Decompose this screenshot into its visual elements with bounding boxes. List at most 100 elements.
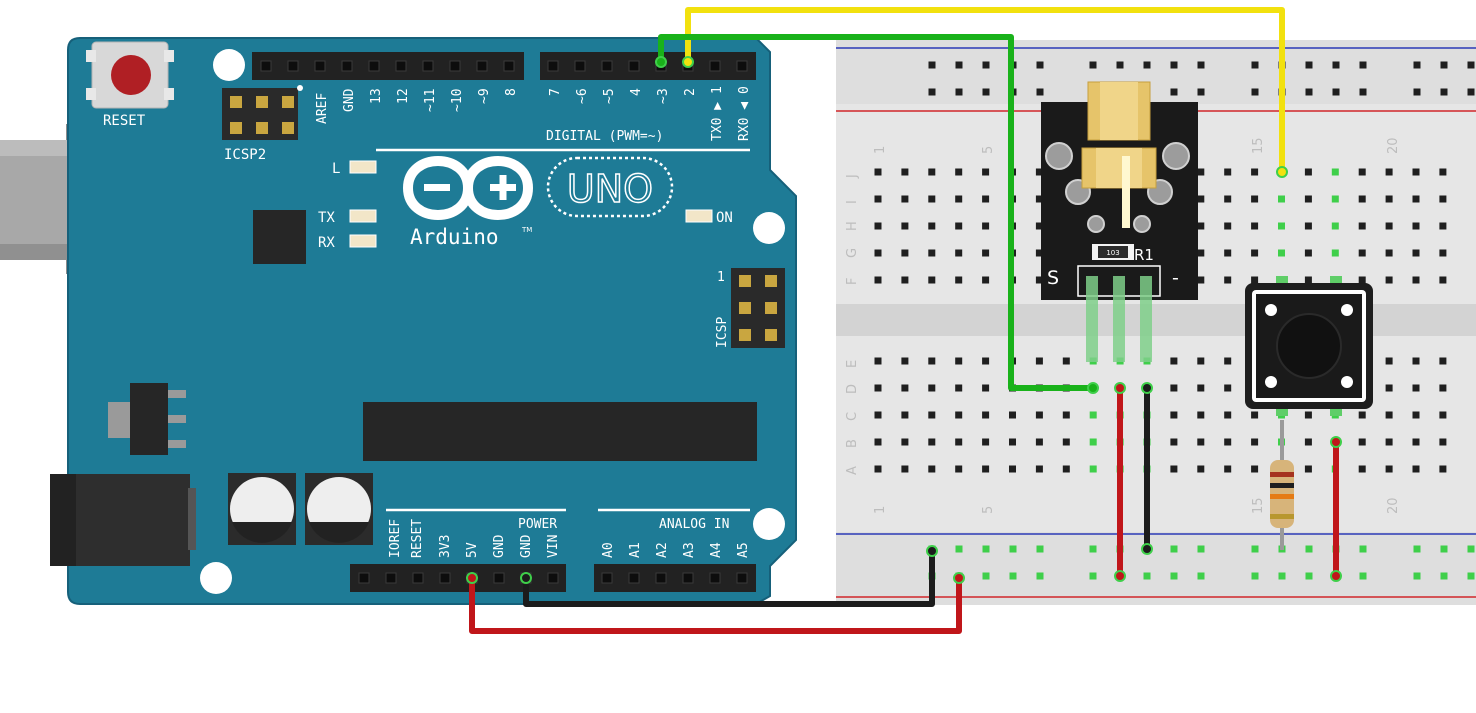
breadboard-hole [1304, 195, 1312, 203]
rail-hole [1197, 572, 1205, 580]
rail-hole [1197, 61, 1205, 69]
wire-endpoints [466, 56, 1342, 584]
wire-end [1114, 570, 1126, 582]
arduino-pcb [67, 37, 797, 605]
capacitor [305, 473, 373, 545]
breadboard-hole [1304, 438, 1312, 446]
rail-hole [1170, 572, 1178, 580]
green-wire [658, 34, 1093, 391]
breadboard-hole [1224, 222, 1232, 230]
pin-label-3: ~3 [656, 88, 671, 104]
rail-hole [1197, 545, 1205, 553]
breadboard-hole [1170, 411, 1178, 419]
column-number: 1 [873, 146, 888, 154]
rail-hole [1440, 572, 1448, 580]
wire-end [1087, 382, 1099, 394]
atmega-chip [363, 402, 757, 461]
breadboard-hole [1170, 438, 1178, 446]
voltage-regulator [108, 383, 186, 455]
rail-hole [955, 88, 963, 96]
breadboard-hole [1197, 168, 1205, 176]
breadboard-hole [955, 222, 963, 230]
header-pin [341, 60, 353, 72]
breadboard-hole [1331, 195, 1339, 203]
digital-header-lower [540, 52, 756, 80]
icsp-header: 1 ICSP [715, 268, 785, 348]
rail-hole [1251, 572, 1259, 580]
breadboard-hole [874, 465, 882, 473]
trademark-mark: TM [521, 226, 532, 234]
led-on-label: ON [716, 210, 733, 226]
pin-label-tx: TX0 ▶ 1 [710, 86, 725, 141]
pin-label-13: 13 [369, 88, 384, 104]
wire-end [926, 545, 938, 557]
breadboard-hole [1439, 222, 1447, 230]
digital-header-upper [252, 52, 524, 80]
breadboard-hole [1358, 276, 1366, 284]
rail-hole [1305, 545, 1313, 553]
wire-end [1276, 166, 1288, 178]
breadboard-hole [1251, 195, 1259, 203]
rail-hole [1009, 572, 1017, 580]
header-pin [682, 572, 694, 584]
column-number: 15 [1251, 497, 1266, 514]
breadboard-hole [1009, 465, 1016, 473]
header-pin [655, 572, 667, 584]
rail-hole [1359, 572, 1367, 580]
breadboard-hole [955, 384, 963, 392]
row-letter: B [845, 439, 860, 448]
wire-end [466, 572, 478, 584]
rail-hole [1467, 88, 1475, 96]
breadboard-hole [901, 222, 909, 230]
rail-hole [982, 88, 990, 96]
dc-power-jack [50, 474, 196, 566]
breadboard-hole [1251, 411, 1259, 419]
rail-hole [1197, 88, 1205, 96]
breadboard-hole [1358, 249, 1366, 257]
breadboard-hole [1035, 357, 1043, 365]
header-pin [395, 60, 407, 72]
breadboard-hole [982, 249, 990, 257]
rail-hole [1036, 545, 1044, 553]
pin-label-2: 2 [683, 88, 698, 96]
breadboard-hole [1439, 168, 1447, 176]
breadboard-hole [1385, 465, 1393, 473]
breadboard-hole [1062, 438, 1070, 446]
row-letter: E [845, 360, 860, 368]
breadboard-hole [1197, 249, 1205, 257]
wire-end [520, 572, 532, 584]
breadboard-hole [1251, 222, 1259, 230]
wire-end [1114, 382, 1126, 394]
breadboard-hole [1224, 411, 1232, 419]
push-button[interactable] [1245, 276, 1373, 416]
rail-hole [1359, 545, 1367, 553]
breadboard-hole [955, 276, 963, 284]
header-pin [503, 60, 515, 72]
breadboard-hole [1412, 384, 1420, 392]
breadboard-hole [1331, 249, 1339, 257]
reset-button[interactable] [86, 41, 174, 109]
pin-label-gnd: GND [519, 534, 534, 558]
led-rx-label: RX [318, 235, 335, 251]
breadboard-hole [955, 465, 963, 473]
breadboard-hole [1062, 411, 1070, 419]
pin-label-rx: RX0 ◀ 0 [737, 86, 752, 141]
breadboard-hole [1385, 384, 1393, 392]
breadboard-hole [1197, 357, 1205, 365]
breadboard-hole [1009, 438, 1016, 446]
breadboard-hole [1035, 438, 1043, 446]
breadboard-hole [1304, 276, 1312, 284]
breadboard-hole [901, 438, 909, 446]
rail-hole [1413, 572, 1421, 580]
pin-label-ioref: IOREF [388, 519, 403, 558]
rail-hole [1278, 572, 1286, 580]
resistor-label: R1 [1134, 246, 1154, 264]
wires [469, 7, 1339, 634]
rail-hole [1413, 61, 1421, 69]
icsp-pin [765, 302, 777, 314]
rail-hole [1089, 61, 1097, 69]
led-rx: RX [318, 234, 377, 251]
icsp-pin [739, 329, 751, 341]
breadboard-hole [1439, 411, 1447, 419]
